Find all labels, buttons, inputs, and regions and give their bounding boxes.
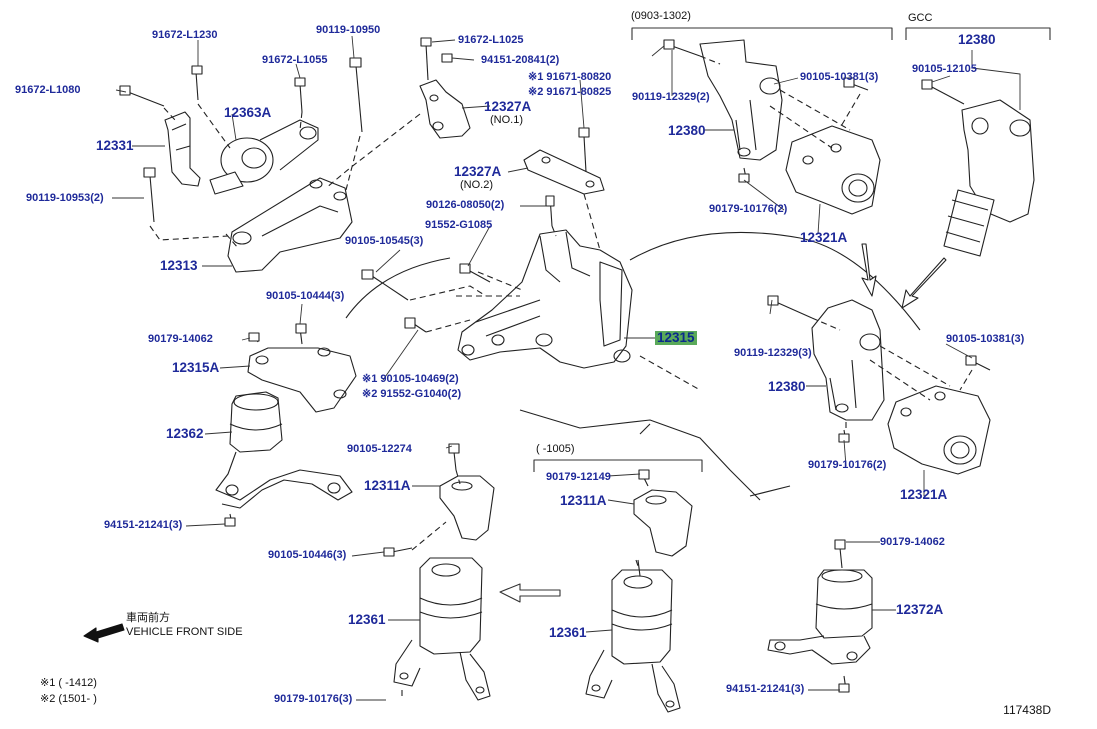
- part-label-90105-12105[interactable]: 90105-12105: [912, 63, 977, 75]
- bracket-12313-drawing: [227, 177, 353, 273]
- bracket-12311A-right-drawing: [633, 469, 693, 557]
- part-note-no2: (NO.2): [460, 179, 493, 191]
- mount-12380-lower-drawing: [767, 295, 885, 443]
- part-label-12331[interactable]: 12331: [96, 138, 134, 153]
- bracket-12331-drawing: [164, 111, 201, 187]
- footnote-2: ※2 (1501- ): [40, 693, 97, 705]
- mount-12361-left-drawing: [393, 557, 491, 701]
- part-label-90119-12329-lower[interactable]: 90119-12329(3): [734, 347, 812, 359]
- part-label-12372A[interactable]: 12372A: [896, 602, 944, 617]
- mount-12361-right-drawing: [585, 559, 681, 713]
- range-note-1005: ( -1005): [536, 443, 575, 455]
- footnote-1: ※1 ( -1412): [40, 677, 97, 689]
- arrow-down-drawing: [861, 243, 877, 297]
- vehicle-front-label-jp: 車両前方: [126, 612, 170, 624]
- part-note-no1: (NO.1): [490, 114, 523, 126]
- part-label-12380-gcc[interactable]: 12380: [958, 32, 996, 47]
- part-label-91552-G1085[interactable]: 91552-G1085: [425, 219, 493, 231]
- part-label-90179-12149[interactable]: 90179-12149: [546, 471, 611, 483]
- bracket-12321A-upper-drawing: [785, 77, 881, 215]
- group-bracket-gcc: [905, 27, 1051, 40]
- part-label-12380-lower[interactable]: 12380: [768, 379, 806, 394]
- part-label-12327A-no2[interactable]: 12327A: [454, 164, 502, 179]
- part-label-91672-L1230[interactable]: 91672-L1230: [152, 29, 218, 41]
- part-label-90179-10176-upper[interactable]: 90179-10176(2): [709, 203, 788, 215]
- part-label-12362[interactable]: 12362: [166, 426, 204, 441]
- part-label-12361-left[interactable]: 12361: [348, 612, 386, 627]
- bolts-center: [361, 263, 491, 333]
- torque-rod-12363A-drawing: [209, 119, 319, 195]
- part-label-90105-10381-upper[interactable]: 90105-10381(3): [800, 71, 879, 83]
- bracket-12327A-no1-drawing: [419, 37, 471, 139]
- part-label-12313[interactable]: 12313: [160, 258, 198, 273]
- part-label-12380-upper[interactable]: 12380: [668, 123, 706, 138]
- part-label-91672-L1025[interactable]: 91672-L1025: [458, 34, 524, 46]
- range-note-0903-1302: (0903-1302): [631, 10, 691, 22]
- part-label-12311A-left[interactable]: 12311A: [364, 478, 411, 493]
- mount-12372A-drawing: [767, 539, 873, 693]
- part-label-12327A-no1[interactable]: 12327A: [484, 99, 532, 114]
- part-label-90105-10545[interactable]: 90105-10545(3): [345, 235, 424, 247]
- bracket-12315-drawing: [457, 229, 633, 369]
- part-label-90105-10469[interactable]: ※1 90105-10469(2): [362, 373, 459, 385]
- part-label-91671-80820[interactable]: ※1 91671-80820: [528, 71, 612, 83]
- arrow-diag-drawing: [901, 257, 947, 309]
- part-label-90105-12274[interactable]: 90105-12274: [347, 443, 412, 455]
- bracket-12321A-lower-drawing: [887, 355, 991, 475]
- bracket-12327A-no2-drawing: [523, 127, 605, 227]
- part-label-90119-10950[interactable]: 90119-10950: [316, 24, 381, 36]
- range-note-gcc: GCC: [908, 12, 933, 24]
- vehicle-front-arrow-icon: [83, 623, 125, 643]
- part-label-12321A-upper[interactable]: 12321A: [800, 230, 848, 245]
- part-label-90179-14062-left[interactable]: 90179-14062: [148, 333, 213, 345]
- part-label-90105-10446[interactable]: 90105-10446(3): [268, 549, 347, 561]
- part-label-90126-08050[interactable]: 90126-08050(2): [426, 199, 505, 211]
- part-label-12363A[interactable]: 12363A: [224, 105, 272, 120]
- group-bracket-0903: [631, 27, 893, 40]
- part-label-94151-21241-right[interactable]: 94151-21241(3): [726, 683, 805, 695]
- group-bracket-1005: [533, 459, 703, 472]
- part-label-12311A-right[interactable]: 12311A: [560, 493, 607, 508]
- bracket-12311A-left-drawing: [383, 443, 495, 557]
- part-label-91552-G1040[interactable]: ※2 91552-G1040(2): [362, 388, 462, 400]
- part-label-12321A-lower[interactable]: 12321A: [900, 487, 948, 502]
- part-label-91672-L1055[interactable]: 91672-L1055: [262, 54, 328, 66]
- part-label-90105-10381-lower[interactable]: 90105-10381(3): [946, 333, 1025, 345]
- part-label-12361-right[interactable]: 12361: [549, 625, 587, 640]
- mount-12380-upper-drawing: [663, 39, 783, 183]
- part-label-12315-highlighted[interactable]: 12315: [655, 330, 697, 345]
- part-label-90179-10176-bottom[interactable]: 90179-10176(3): [274, 693, 353, 705]
- part-label-91672-L1080[interactable]: 91672-L1080: [15, 84, 81, 96]
- part-label-90179-14062-right[interactable]: 90179-14062: [880, 536, 945, 548]
- part-label-90179-10176-right[interactable]: 90179-10176(2): [808, 459, 887, 471]
- diagram-reference-number: 117438D: [1003, 703, 1051, 717]
- arrow-left-drawing: [499, 583, 561, 603]
- part-label-90105-10444[interactable]: 90105-10444(3): [266, 290, 345, 302]
- part-label-91671-80825[interactable]: ※2 91671-80825: [528, 86, 612, 98]
- bolts-upper-left: [119, 57, 363, 223]
- mount-12380-gcc-drawing: [921, 79, 1035, 257]
- bracket-12315A-drawing: [247, 323, 357, 413]
- part-label-94151-20841[interactable]: 94151-20841(2): [481, 54, 560, 66]
- vehicle-front-label: VEHICLE FRONT SIDE: [126, 626, 243, 638]
- mount-12362-drawing: [215, 391, 353, 527]
- part-label-12315A[interactable]: 12315A: [172, 360, 220, 375]
- part-label-94151-21241-left[interactable]: 94151-21241(3): [104, 519, 183, 531]
- part-label-90119-10953[interactable]: 90119-10953(2): [26, 192, 104, 204]
- part-label-90119-12329-upper[interactable]: 90119-12329(2): [632, 91, 710, 103]
